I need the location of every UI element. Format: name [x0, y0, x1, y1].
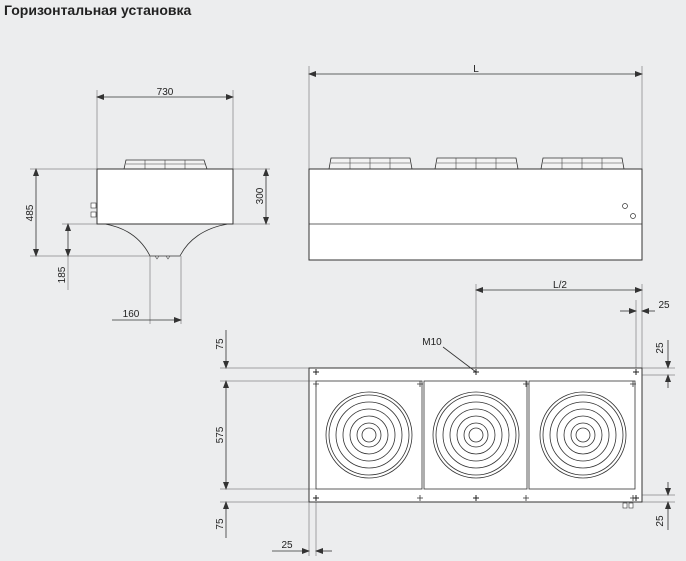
- dim-485-label: 485: [25, 204, 36, 221]
- drain-funnel: [104, 223, 229, 257]
- dim-730-label: 730: [157, 87, 174, 98]
- front-fan-grille: [328, 157, 625, 170]
- dim-575-label: 575: [215, 426, 226, 443]
- dim-25-right-top-label: 25: [655, 342, 666, 354]
- side-fan-grille: [123, 159, 208, 170]
- dim-25-top-label: 25: [658, 300, 670, 311]
- side-housing: [96, 168, 234, 225]
- fan-icon: [539, 391, 627, 479]
- fan-panel: [315, 380, 423, 490]
- plan-view: M10 L/2 25 25 25 75 575 7: [215, 280, 675, 556]
- dim-L-label: L: [473, 64, 479, 75]
- dim-185-label: 185: [57, 266, 68, 283]
- connector-icon: [90, 202, 97, 209]
- fan-icon: [432, 391, 520, 479]
- page-title: Горизонтальная установка: [4, 2, 192, 18]
- dim-300-label: 300: [255, 187, 266, 204]
- m10-leader: [442, 346, 477, 373]
- fan-icon: [325, 391, 413, 479]
- port-icon: [630, 213, 636, 219]
- dim-25-right-bottom-label: 25: [655, 515, 666, 527]
- front-view: L: [308, 64, 643, 261]
- dim-75-bottom-label: 75: [215, 518, 226, 530]
- bolt-m10-label: M10: [422, 337, 442, 348]
- dim-160-label: 160: [123, 309, 140, 320]
- connector-icon: [90, 211, 97, 218]
- dim-75-top-label: 75: [215, 338, 226, 350]
- front-housing: [308, 168, 643, 261]
- side-view: 730 300 485 185 160: [25, 87, 270, 324]
- port-icon: [622, 203, 628, 209]
- fan-panel: [423, 380, 528, 490]
- dim-25-bottom-label: 25: [281, 540, 293, 551]
- dim-L2-label: L/2: [553, 280, 567, 291]
- fan-panel: [528, 380, 636, 490]
